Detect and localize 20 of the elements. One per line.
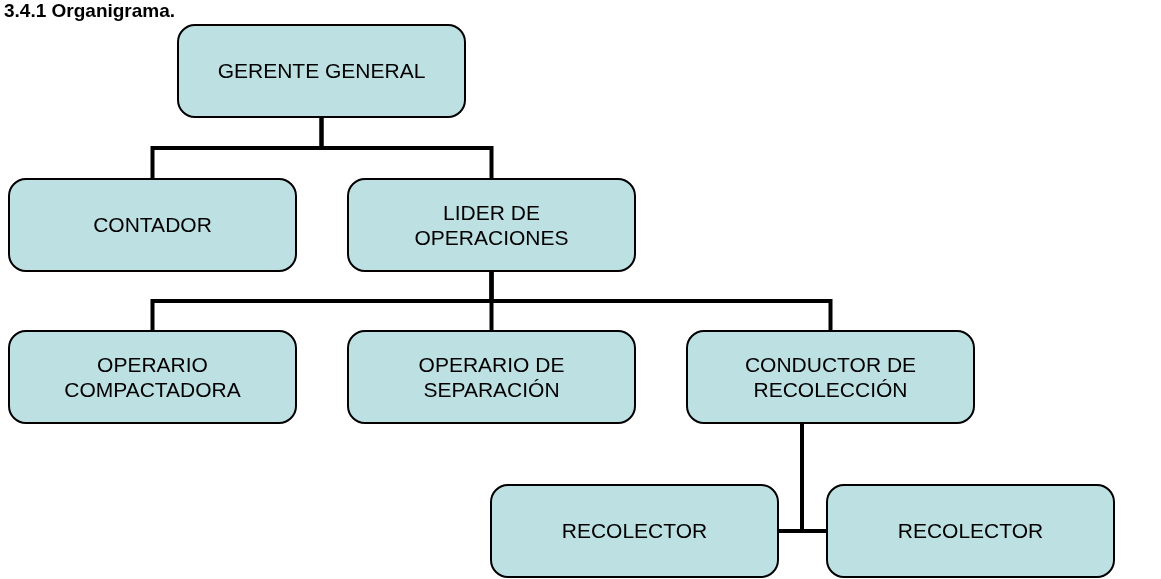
org-box — [347, 178, 636, 272]
role-label: OPERARIO COMPACTADORA — [63, 351, 242, 403]
role-label: RECOLECTOR — [897, 518, 1044, 544]
role-label: CONDUCTOR DE RECOLECCIÓN — [743, 351, 918, 403]
org-box — [347, 330, 636, 424]
org-box — [686, 330, 975, 424]
role-label: RECOLECTOR — [561, 518, 708, 544]
org-box — [8, 178, 297, 272]
role-label: CONTADOR — [93, 212, 212, 238]
org-box — [8, 330, 297, 424]
org-box — [177, 24, 466, 118]
connector-line — [800, 424, 826, 533]
org-box — [826, 484, 1115, 578]
connector-line — [319, 118, 494, 178]
connector-line — [489, 272, 833, 330]
role-label: LIDER DE OPERACIONES — [413, 199, 570, 251]
org-box — [490, 484, 779, 578]
role-label: GERENTE GENERAL — [217, 58, 426, 84]
role-label: OPERARIO DE SEPARACIÓN — [417, 351, 566, 403]
diagram-title: 3.4.1 Organigrama. — [4, 0, 176, 22]
